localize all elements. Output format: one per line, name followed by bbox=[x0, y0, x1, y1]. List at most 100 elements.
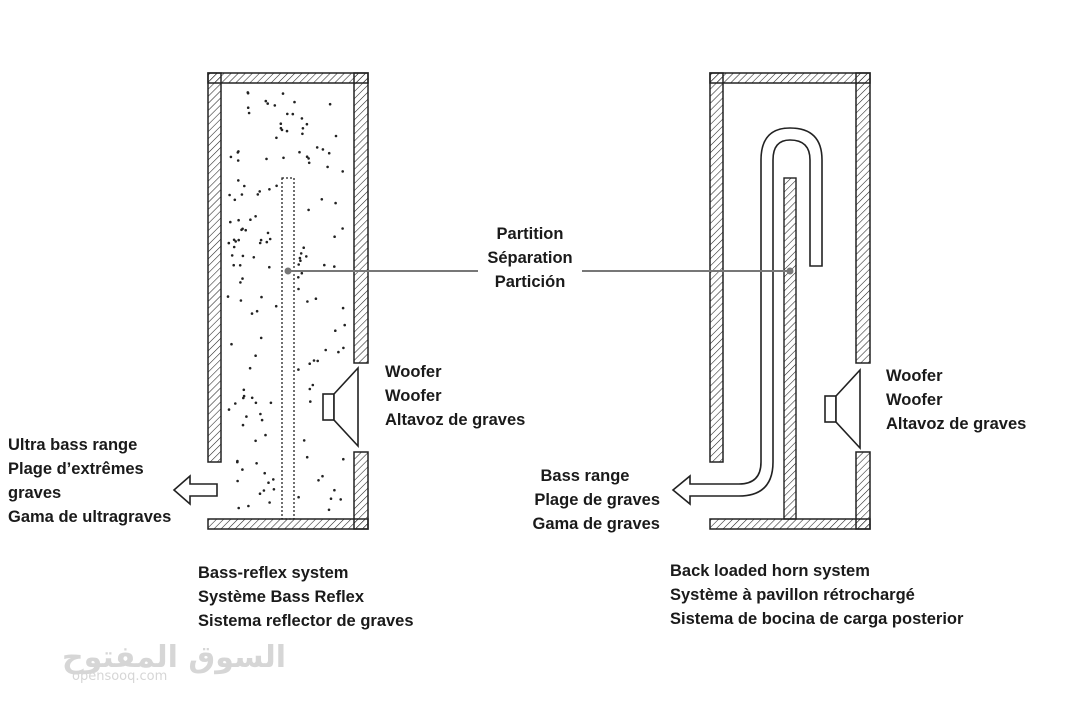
damping-dot bbox=[311, 383, 315, 387]
bass-range-label-en: Bass range bbox=[540, 467, 630, 485]
damping-dot bbox=[243, 184, 246, 188]
damping-dot bbox=[242, 388, 246, 392]
damping-dot bbox=[333, 488, 336, 492]
damping-dot bbox=[239, 281, 242, 284]
damping-dot bbox=[272, 478, 275, 481]
partition-label: Partition Séparation Partición bbox=[482, 222, 578, 294]
damping-dot bbox=[240, 228, 243, 232]
damping-dot bbox=[230, 342, 233, 346]
damping-dot bbox=[297, 263, 301, 266]
damping-dot bbox=[301, 132, 304, 136]
horn-caption-es: Sistema de bocina de carga posterior bbox=[670, 610, 964, 628]
damping-dot bbox=[265, 157, 268, 161]
damping-dot bbox=[298, 256, 302, 260]
damping-dot bbox=[259, 238, 263, 242]
back-loaded-horn-enclosure bbox=[671, 72, 871, 530]
bass-range-label: Bass range Plage de graves Gama de grave… bbox=[510, 464, 661, 536]
horn-caption-en: Back loaded horn system bbox=[670, 562, 870, 580]
damping-dot bbox=[327, 151, 331, 155]
damping-dot bbox=[334, 329, 337, 333]
damping-dot bbox=[275, 184, 278, 188]
damping-dot bbox=[279, 126, 283, 130]
damping-dot bbox=[236, 151, 240, 154]
damping-dot bbox=[279, 122, 283, 125]
damping-dot bbox=[307, 161, 311, 165]
damping-dot bbox=[240, 193, 244, 196]
damping-dot bbox=[237, 238, 240, 242]
damping-dot bbox=[333, 235, 336, 238]
damping-dot bbox=[299, 259, 302, 263]
damping-dot bbox=[305, 155, 309, 158]
damping-dot bbox=[230, 254, 234, 257]
damping-dot bbox=[297, 276, 300, 279]
damping-dot bbox=[264, 99, 268, 103]
watermark-arabic: السوق المفتوح bbox=[62, 640, 287, 675]
damping-dot bbox=[327, 508, 331, 512]
damping-dot bbox=[281, 92, 285, 95]
damping-dot bbox=[263, 471, 267, 475]
damping-dot bbox=[255, 462, 258, 465]
damping-dot bbox=[324, 348, 328, 352]
damping-dot bbox=[267, 481, 270, 485]
left-woofer-label-fr: Woofer bbox=[385, 387, 442, 405]
damping-dot bbox=[236, 159, 240, 162]
right-right-wall-upper bbox=[855, 72, 871, 364]
damping-dot bbox=[321, 474, 324, 478]
damping-dot bbox=[320, 198, 324, 201]
right-woofer-label-fr: Woofer bbox=[886, 391, 943, 409]
damping-dot bbox=[342, 346, 345, 350]
left-right-wall-lower bbox=[353, 451, 369, 530]
damping-dot bbox=[246, 91, 250, 95]
damping-dot bbox=[298, 150, 301, 154]
damping-dot bbox=[309, 400, 312, 403]
damping-dot bbox=[326, 165, 329, 169]
damping-dot bbox=[255, 309, 259, 313]
damping-dot bbox=[228, 193, 231, 197]
bass-reflex-caption-fr: Système Bass Reflex bbox=[198, 588, 365, 606]
damping-dot bbox=[293, 100, 296, 104]
damping-dot bbox=[237, 218, 240, 222]
damping-dot bbox=[241, 468, 244, 471]
right-woofer-label-es: Altavoz de graves bbox=[886, 415, 1027, 433]
damping-dot bbox=[333, 265, 336, 268]
damping-dot bbox=[245, 415, 248, 418]
bass-range-label-fr: Plage de graves bbox=[534, 491, 660, 509]
back-loaded-horn-caption: Back loaded horn system Système à pavill… bbox=[670, 559, 963, 631]
right-right-wall-lower bbox=[855, 451, 871, 530]
right-top-wall bbox=[709, 72, 871, 84]
damping-dot bbox=[233, 198, 237, 202]
damping-dot bbox=[232, 238, 236, 242]
damping-dot bbox=[247, 111, 251, 115]
damping-dot bbox=[237, 506, 240, 510]
damping-dot bbox=[264, 433, 267, 437]
damping-dot bbox=[302, 246, 306, 249]
damping-dot bbox=[308, 387, 312, 391]
damping-dot bbox=[254, 439, 257, 443]
damping-dot bbox=[341, 170, 345, 173]
left-woofer-label-es: Altavoz de graves bbox=[385, 411, 526, 429]
damping-dot bbox=[258, 492, 262, 496]
damping-dot bbox=[248, 366, 252, 370]
watermark-latin: opensooq.com bbox=[72, 669, 168, 684]
damping-dot bbox=[341, 227, 344, 230]
damping-dot bbox=[334, 134, 338, 138]
damping-dot bbox=[300, 271, 304, 275]
damping-dot bbox=[239, 299, 243, 302]
damping-dot bbox=[341, 306, 345, 310]
damping-dot bbox=[260, 295, 263, 299]
damping-dot bbox=[256, 193, 260, 196]
damping-dot bbox=[247, 504, 250, 508]
damping-dot bbox=[323, 263, 326, 267]
damping-dot bbox=[275, 136, 278, 140]
damping-dot bbox=[259, 412, 262, 416]
damping-dot bbox=[316, 359, 320, 363]
damping-dot bbox=[282, 156, 285, 160]
damping-dot bbox=[258, 241, 262, 245]
damping-dot bbox=[268, 265, 271, 269]
damping-dot bbox=[274, 304, 278, 308]
damping-dot bbox=[234, 240, 237, 243]
damping-dot bbox=[266, 102, 270, 105]
damping-dot bbox=[329, 497, 333, 501]
damping-dot bbox=[227, 408, 231, 411]
